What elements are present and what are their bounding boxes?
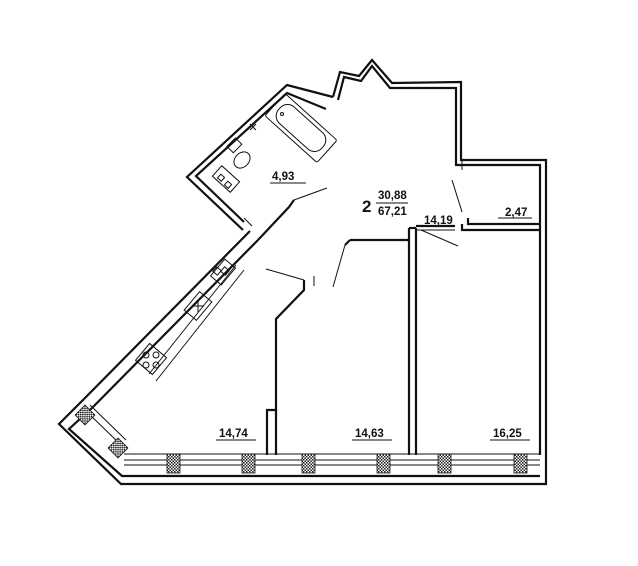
interior-walls: [257, 160, 540, 455]
bathroom-fixtures: [211, 93, 337, 193]
outer-walls: [57, 58, 548, 486]
label-corridor-area: 14,19: [424, 215, 453, 227]
label-bathroom-area: 4,93: [272, 171, 294, 183]
label-kitchen-area: 14,74: [219, 428, 248, 440]
label-rooms-count: 2: [362, 197, 371, 216]
door-swings: [243, 179, 463, 288]
wall-columns: [74, 404, 528, 474]
kitchen-fixtures: [134, 258, 245, 382]
label-room-middle-area: 14,63: [355, 428, 384, 440]
label-storage-area: 2,47: [505, 207, 527, 219]
label-living-area: 30,88: [378, 190, 407, 202]
label-total-area: 67,21: [378, 206, 407, 218]
label-room-right-area: 16,25: [493, 428, 522, 440]
